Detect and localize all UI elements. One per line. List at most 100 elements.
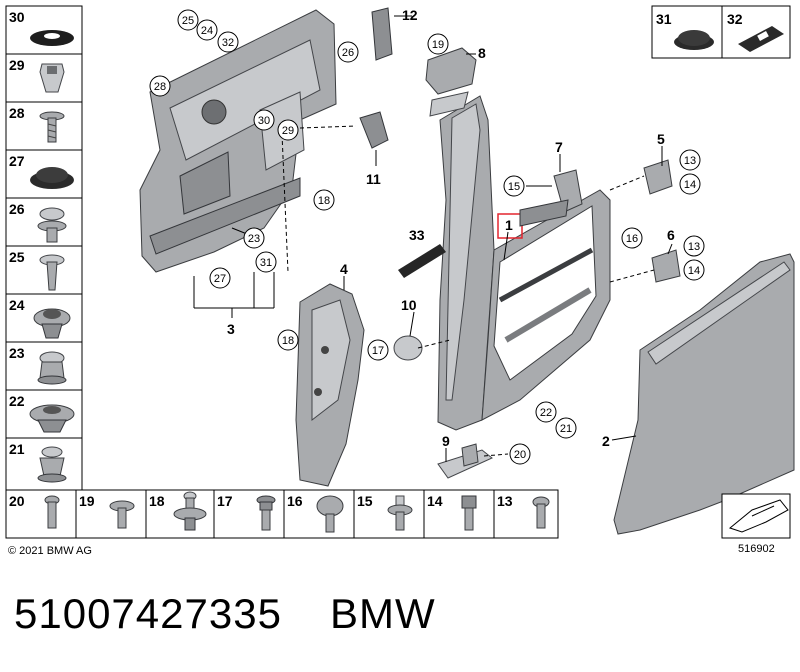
callout-28: 28 — [149, 75, 171, 97]
clip-part-18 — [173, 491, 207, 531]
label-part-9: 9 — [442, 433, 450, 449]
callout-15: 15 — [503, 175, 525, 197]
svg-text:14: 14 — [684, 179, 696, 191]
cell-label-27: 27 — [9, 153, 25, 169]
callout-17: 17 — [367, 339, 389, 361]
cell-label-28: 28 — [9, 105, 25, 121]
door-orientation-icon — [721, 493, 791, 539]
fir-tree-clip-part — [37, 446, 67, 483]
cell-label-17: 17 — [217, 493, 233, 509]
clip-nut-part — [39, 63, 65, 93]
callout-26: 26 — [337, 41, 359, 63]
svg-text:28: 28 — [154, 81, 166, 93]
svg-text:15: 15 — [508, 181, 520, 193]
label-part-33: 33 — [409, 227, 425, 243]
label-part-3: 3 — [227, 321, 235, 337]
callout-32: 32 — [217, 31, 239, 53]
svg-text:25: 25 — [182, 15, 194, 27]
cell-label-24: 24 — [9, 297, 25, 313]
cell-label-26: 26 — [9, 201, 25, 217]
left-parts-panel: 30 29 28 27 26 25 24 23 22 21 — [5, 5, 83, 491]
label-part-5: 5 — [657, 131, 665, 147]
cell-label-32: 32 — [727, 11, 743, 27]
callout-18b: 18 — [277, 329, 299, 351]
bolt-part-19 — [109, 500, 135, 529]
part-number-footer: 51007427335 BMW — [14, 590, 484, 638]
label-part-8: 8 — [478, 45, 486, 61]
bracket-part-11 — [359, 111, 389, 149]
hinge-part-7 — [519, 169, 583, 227]
svg-text:13: 13 — [684, 155, 696, 167]
side-panel-assembly — [139, 9, 337, 273]
nut-clip-part — [29, 404, 75, 433]
bolt-part-15 — [387, 495, 413, 531]
bolt-part-16 — [316, 495, 344, 533]
cell-label-22: 22 — [9, 393, 25, 409]
clip-part-23 — [37, 351, 67, 385]
part-number: 51007427335 — [14, 590, 282, 637]
callout-14a: 14 — [679, 173, 701, 195]
svg-text:27: 27 — [214, 273, 226, 285]
svg-text:14: 14 — [688, 265, 700, 277]
grommet-ring-part — [30, 30, 74, 46]
diagram-number: 516902 — [738, 543, 775, 555]
leader-lines — [193, 15, 673, 462]
striker-part-8 — [425, 47, 477, 117]
callout-19: 19 — [427, 33, 449, 55]
callout-23: 23 — [243, 227, 265, 249]
callout-27: 27 — [209, 267, 231, 289]
callout-21: 21 — [555, 417, 577, 439]
svg-text:30: 30 — [258, 115, 270, 127]
callout-31a: 31 — [255, 251, 277, 273]
expansion-rivet-part — [37, 207, 67, 243]
bolt-part-14 — [461, 495, 477, 531]
push-pin-part — [39, 254, 65, 291]
svg-text:24: 24 — [201, 25, 213, 37]
callout-18a: 18 — [313, 189, 335, 211]
cell-label-23: 23 — [9, 345, 25, 361]
cell-label-16: 16 — [287, 493, 303, 509]
svg-text:26: 26 — [342, 47, 354, 59]
seal-strip-part-33 — [398, 244, 446, 278]
bolt-part-13 — [532, 496, 550, 529]
cell-label-18: 18 — [149, 493, 165, 509]
svg-text:22: 22 — [540, 407, 552, 419]
svg-text:18: 18 — [282, 335, 294, 347]
svg-text:19: 19 — [432, 39, 444, 51]
callout-29: 29 — [277, 119, 299, 141]
callout-14b: 14 — [683, 259, 705, 281]
door-skin-part-2 — [613, 253, 795, 535]
svg-text:18: 18 — [318, 195, 330, 207]
cell-label-14: 14 — [427, 493, 443, 509]
cell-label-15: 15 — [357, 493, 373, 509]
label-part-2: 2 — [602, 433, 610, 449]
top-right-parts-panel: 31 32 — [651, 5, 791, 59]
plate-part-10 — [393, 335, 423, 361]
callout-24: 24 — [196, 19, 218, 41]
callout-25: 25 — [177, 9, 199, 31]
circled-callouts: 25 24 32 26 28 30 29 19 18 23 27 31 15 1… — [149, 9, 705, 465]
svg-text:16: 16 — [626, 233, 638, 245]
svg-text:13: 13 — [688, 241, 700, 253]
bottom-parts-panel: 20 19 18 17 16 15 14 13 — [5, 489, 559, 539]
callout-13a: 13 — [679, 149, 701, 171]
label-part-6: 6 — [667, 227, 675, 243]
clip-part-24 — [33, 308, 71, 339]
svg-text:21: 21 — [560, 423, 572, 435]
hinge-part-5 — [643, 159, 673, 195]
cell-label-19: 19 — [79, 493, 95, 509]
svg-text:31: 31 — [260, 257, 272, 269]
svg-text:23: 23 — [248, 233, 260, 245]
cell-label-31: 31 — [656, 11, 672, 27]
label-part-4: 4 — [340, 261, 348, 277]
adhesive-pad-part — [738, 26, 784, 52]
callout-22: 22 — [535, 401, 557, 423]
cell-label-29: 29 — [9, 57, 25, 73]
bolt-part-17 — [256, 495, 276, 531]
cell-label-30: 30 — [9, 9, 25, 25]
cell-label-25: 25 — [9, 249, 25, 265]
label-part-12: 12 — [402, 7, 418, 23]
copyright-text: © 2021 BMW AG — [8, 545, 92, 557]
brand-name: BMW — [329, 590, 436, 637]
